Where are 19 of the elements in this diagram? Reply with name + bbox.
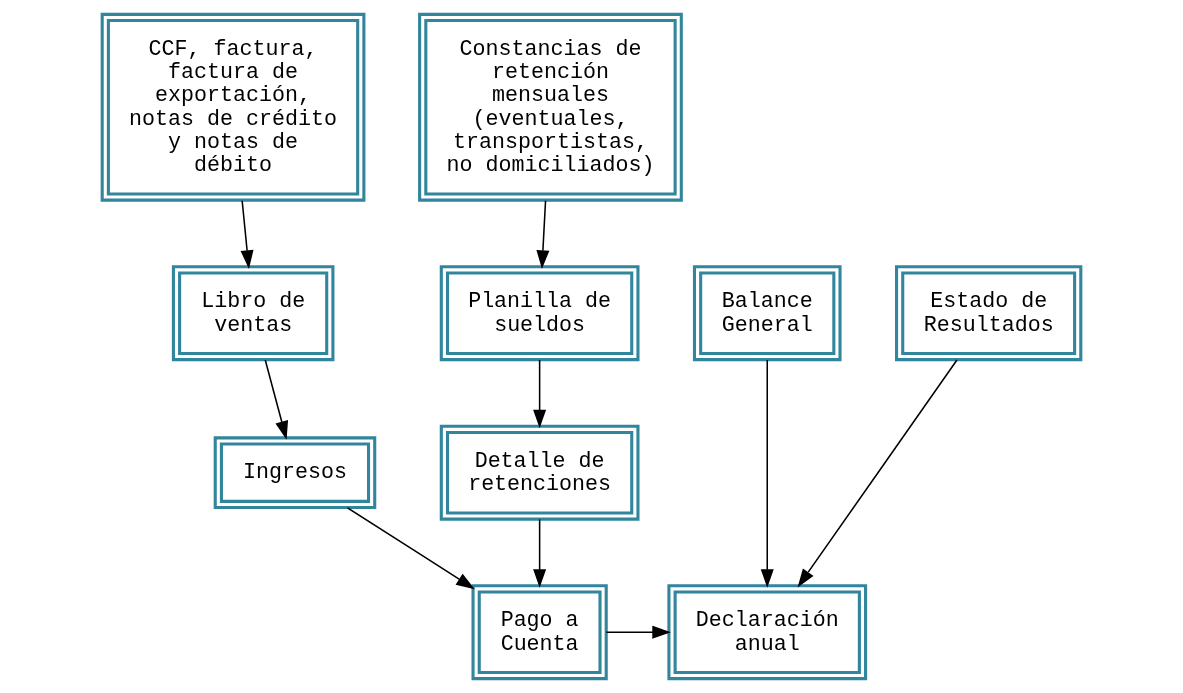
arrow [605, 625, 671, 639]
arrow [533, 518, 547, 588]
arrow [797, 359, 958, 588]
node-box: Ingresos [213, 436, 377, 510]
node-box: Estado de Resultados [895, 265, 1083, 362]
node-box: CCF, factura, factura de exportación, notas de crédito y notas de débito [100, 12, 366, 202]
arrow [346, 507, 475, 590]
arrow [536, 199, 550, 269]
arrow [533, 359, 547, 429]
node-box: Pago a Cuenta [471, 584, 608, 681]
node-box: Balance General [692, 265, 842, 362]
node-box: Libro de ventas [171, 265, 335, 362]
arrow [240, 199, 254, 269]
node-box: Planilla de sueldos [439, 265, 640, 362]
node-box: Constancias de retención mensuales (eventuales, transportistas, no domiciliados) [418, 12, 683, 202]
arrow [264, 359, 289, 440]
arrow [760, 359, 774, 588]
node-box: Detalle de retenciones [439, 424, 640, 521]
node-box: Declaración anual [667, 584, 868, 681]
